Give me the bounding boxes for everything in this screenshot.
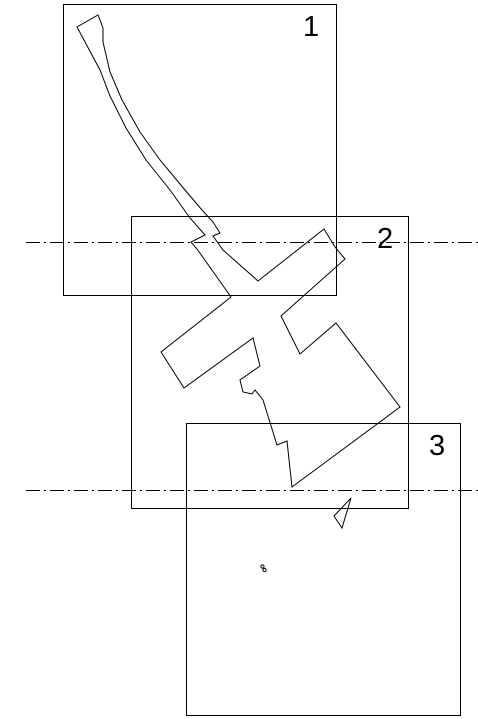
sheet-2-number: 2 bbox=[377, 223, 393, 255]
figure-eight-icon bbox=[260, 564, 267, 573]
sheet-1-frame bbox=[63, 4, 337, 296]
triangle-marker-icon bbox=[333, 497, 352, 530]
sheet-2: 2 bbox=[131, 216, 409, 509]
sheet-2-frame bbox=[131, 216, 409, 509]
sheet-3-number: 3 bbox=[429, 430, 445, 462]
sheet-1-number: 1 bbox=[303, 11, 319, 43]
parcel-outline-arm bbox=[76, 14, 401, 488]
sheet-1: 1 bbox=[63, 4, 337, 296]
sheet-3-frame bbox=[186, 423, 461, 716]
sheet-3: 3 bbox=[186, 423, 461, 716]
